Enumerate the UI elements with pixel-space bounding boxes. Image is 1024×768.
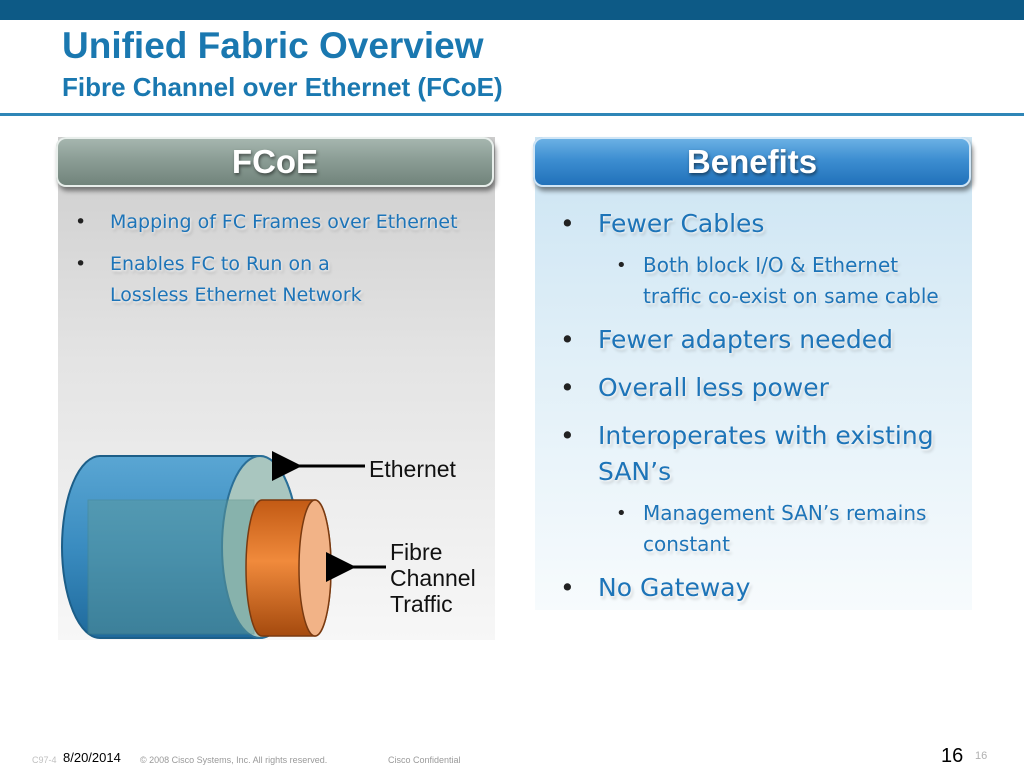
- bullet-dot: •: [560, 373, 575, 402]
- benefit-sub-bullet-text: Management SAN’s remains constant: [643, 501, 927, 556]
- benefit-sub-bullet: • Management SAN’s remains constant: [560, 498, 960, 560]
- benefit-bullet: • Interoperates with existing SAN’s: [560, 418, 960, 490]
- benefit-bullet: • Fewer Cables: [560, 206, 960, 242]
- bullet-dot: •: [560, 573, 575, 602]
- fcoe-bullet: • Enables FC to Run on a Lossless Etherne…: [75, 249, 370, 311]
- bullet-dot: •: [560, 209, 575, 238]
- bullet-dot: •: [560, 325, 575, 354]
- fcoe-panel-header: FCoE: [56, 137, 494, 187]
- benefit-bullet-text: Overall less power: [598, 373, 829, 402]
- fc-label-line: Fibre: [390, 539, 443, 565]
- fc-label-line: Channel: [390, 565, 476, 591]
- benefit-bullet-text: Fewer adapters needed: [598, 325, 893, 354]
- benefit-bullet-text: Fewer Cables: [598, 209, 765, 238]
- bullet-dot: •: [616, 255, 627, 276]
- ethernet-label: Ethernet: [369, 456, 456, 482]
- bullet-dot: •: [75, 211, 87, 233]
- benefits-panel: [535, 137, 972, 610]
- footer-doc-code: C97-4: [32, 755, 57, 765]
- page-number: 16: [941, 745, 964, 767]
- benefit-bullet: • Overall less power: [560, 370, 960, 406]
- benefit-bullet-text: Interoperates with existing SAN’s: [598, 421, 934, 486]
- fcoe-bullet-text: Enables FC to Run on a Lossless Ethernet…: [110, 253, 362, 306]
- benefit-bullet: • Fewer adapters needed: [560, 322, 960, 358]
- slide-title: Unified Fabric Overview: [62, 25, 484, 66]
- fcoe-bullet-list: • Mapping of FC Frames over Ethernet • Ena…: [75, 207, 475, 322]
- fc-label-line: Traffic: [390, 591, 453, 617]
- bullet-dot: •: [616, 503, 627, 524]
- bullet-dot: •: [560, 421, 575, 450]
- inner-shield: [87, 499, 255, 635]
- benefit-bullet: • No Gateway: [560, 570, 960, 606]
- fcoe-cable-diagram: [61, 451, 386, 639]
- top-bar: [0, 0, 1024, 20]
- title-divider: [0, 113, 1024, 116]
- footer-confidential: Cisco Confidential: [388, 755, 461, 765]
- benefit-sub-bullet: • Both block I/O & Ethernet traffic co-ex…: [560, 250, 960, 312]
- benefits-bullet-list: • Fewer Cables • Both block I/O & Ethernet…: [560, 206, 960, 618]
- bullet-dot: •: [75, 253, 87, 275]
- footer-date: 8/20/2014: [62, 750, 122, 765]
- slide-subtitle: Fibre Channel over Ethernet (FCoE): [62, 72, 503, 102]
- benefits-panel-header: Benefits: [533, 137, 971, 187]
- fibre-channel-core: [245, 499, 332, 637]
- page-number-small: 16: [975, 750, 988, 762]
- benefit-sub-bullet-text: Both block I/O & Ethernet traffic co-exi…: [643, 253, 939, 308]
- fc-traffic-label: Fibre Channel Traffic: [390, 539, 500, 617]
- fcoe-bullet: • Mapping of FC Frames over Ethernet: [75, 207, 475, 238]
- benefit-bullet-text: No Gateway: [598, 573, 751, 602]
- fcoe-bullet-text: Mapping of FC Frames over Ethernet: [110, 211, 458, 233]
- footer-copyright: © 2008 Cisco Systems, Inc. All rights re…: [140, 755, 328, 765]
